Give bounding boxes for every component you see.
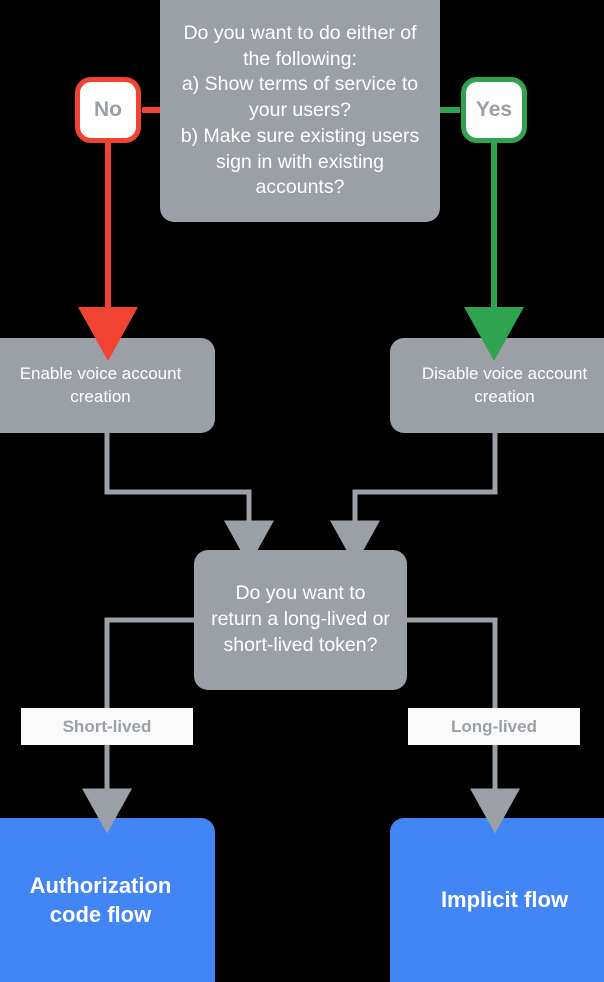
outcome-auth-text: Authorization code flow [29, 872, 172, 927]
branch-label-yes[interactable]: Yes [461, 77, 527, 143]
edge-disable-to-decision2 [330, 433, 498, 566]
decision-node-terms-or-existing-accounts[interactable]: Do you want to do either of the followin… [160, 0, 440, 222]
branch-label-long-lived[interactable]: Long-lived [408, 708, 580, 745]
outcome-node-implicit-flow[interactable]: Implicit flow [390, 818, 604, 982]
branch-label-short-lived[interactable]: Short-lived [21, 708, 193, 745]
outcome-implicit-text: Implicit flow [440, 887, 569, 913]
decision-2-text: Do you want to return a long-lived or sh… [211, 582, 390, 656]
action-disable-text: Disable voice account creation [421, 364, 588, 406]
branch-label-no[interactable]: No [75, 77, 141, 143]
outcome-node-authorization-code-flow[interactable]: Authorization code flow [0, 818, 215, 982]
action-node-enable-voice-account-creation[interactable]: Enable voice account creation [0, 338, 215, 433]
branch-label-yes-text: Yes [475, 98, 513, 121]
branch-label-long-lived-text: Long-lived [451, 716, 537, 736]
edge-enable-to-decision2 [104, 433, 274, 566]
decision-node-token-lifetime[interactable]: Do you want to return a long-lived or sh… [194, 550, 407, 690]
branch-label-no-text: No [94, 98, 122, 121]
action-node-disable-voice-account-creation[interactable]: Disable voice account creation [390, 338, 604, 433]
action-enable-text: Enable voice account creation [19, 364, 182, 406]
branch-label-short-lived-text: Short-lived [62, 716, 152, 736]
decision-1-text: Do you want to do either of the followin… [180, 21, 420, 199]
